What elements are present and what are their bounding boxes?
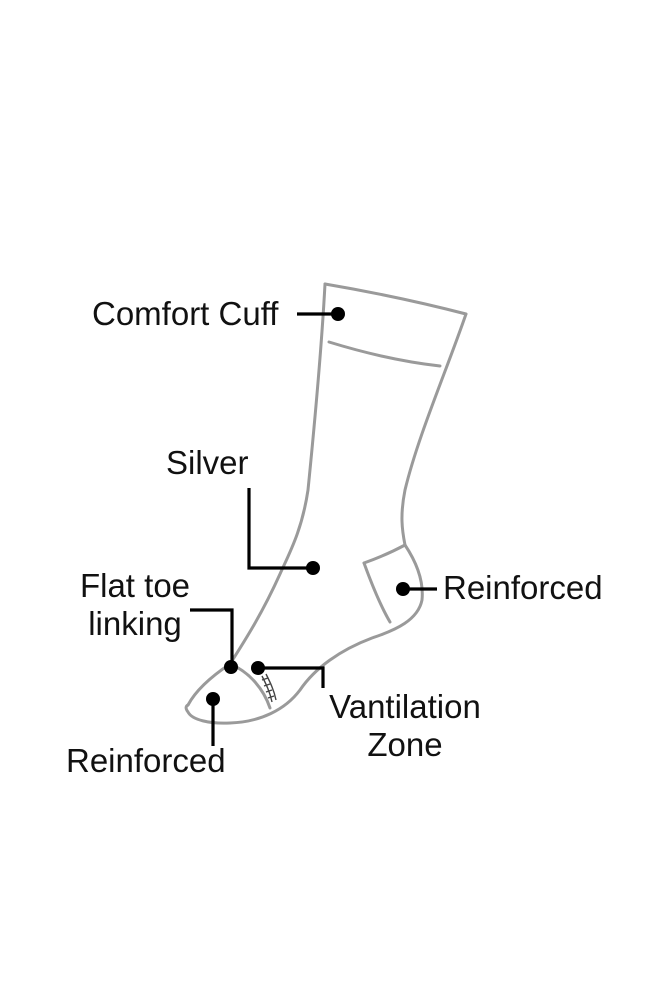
dot-flat-toe-linking (224, 660, 238, 674)
leader-flat-toe-linking (190, 608, 234, 667)
sock-outline (184, 282, 468, 725)
label-comfort-cuff: Comfort Cuff (92, 295, 279, 332)
dot-comfort-cuff (331, 307, 345, 321)
sock-heel-seam-inner (362, 561, 392, 624)
label-flat-toe-linking: Flat toe linking (79, 567, 191, 642)
dot-ventilation-zone (251, 661, 265, 675)
leader-ventilation-zone (258, 666, 325, 688)
sock-back-edge (400, 312, 468, 547)
sock-cuff-band-line (327, 340, 442, 368)
ventilation-texture (261, 673, 277, 703)
label-reinforced-heel: Reinforced (443, 569, 603, 606)
dot-reinforced-toe (206, 692, 220, 706)
leader-lines (190, 312, 437, 746)
label-ventilation-zone: Vantilation Zone (329, 688, 481, 763)
label-reinforced-toe: Reinforced (66, 742, 226, 779)
sock-heel-and-sole (184, 543, 424, 725)
sock-cuff-top-edge (323, 282, 468, 316)
leader-dots (206, 307, 410, 706)
dot-silver (306, 561, 320, 575)
dot-reinforced-heel (396, 582, 410, 596)
leader-silver (247, 488, 313, 570)
sock-heel-seam (362, 543, 407, 565)
label-silver: Silver (166, 444, 249, 481)
